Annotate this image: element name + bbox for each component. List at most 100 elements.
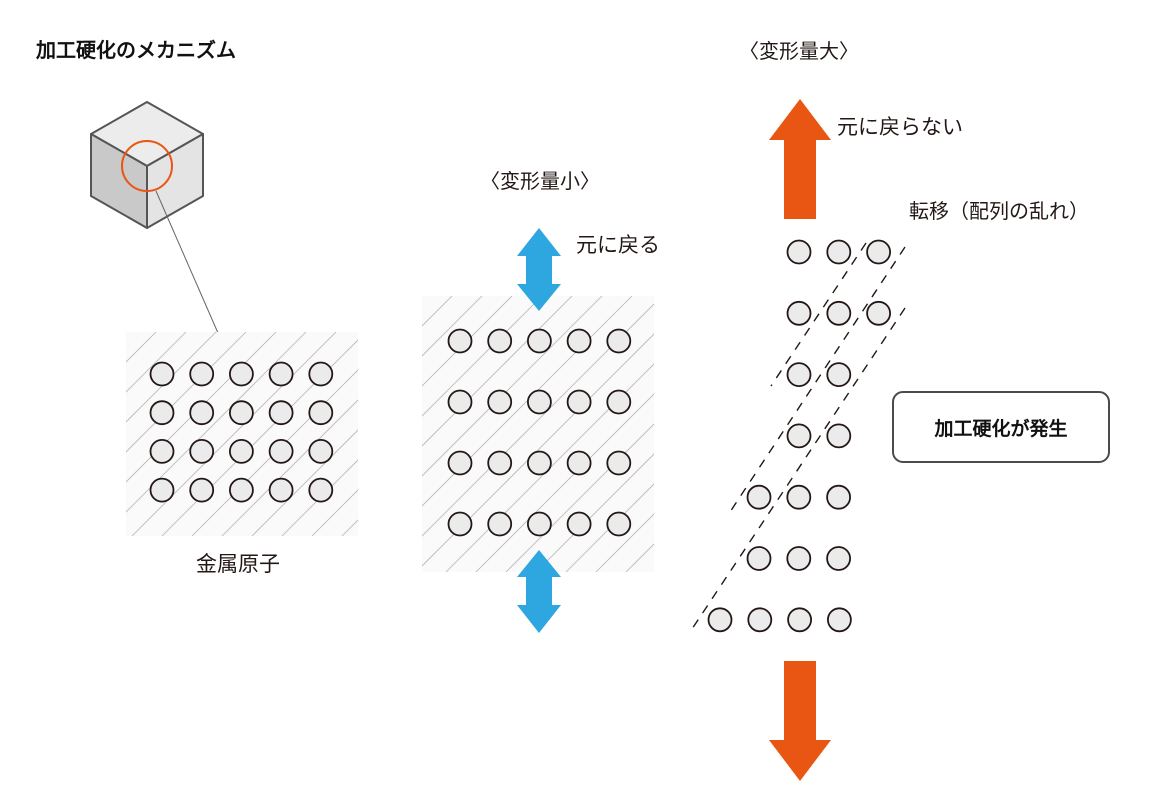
atom xyxy=(527,389,552,415)
atom-grid xyxy=(149,361,334,503)
atom xyxy=(747,607,773,633)
hatch-line xyxy=(221,399,358,536)
atom xyxy=(487,328,513,354)
atom xyxy=(447,450,473,476)
atom xyxy=(826,423,852,449)
atom-grid xyxy=(707,239,891,633)
result-box: 加工硬化が発生 xyxy=(892,391,1110,463)
atom xyxy=(228,477,254,503)
hatch-line xyxy=(281,459,358,536)
no-return-label: 元に戻らない xyxy=(837,115,963,139)
atom-lattice-large-deformation xyxy=(689,239,906,633)
atom xyxy=(786,362,812,388)
result-label: 加工硬化が発生 xyxy=(934,417,1068,440)
atom xyxy=(786,484,812,510)
dislocation-label: 転移（配列の乱れ） xyxy=(909,199,1089,223)
atom xyxy=(606,328,632,354)
bidirectional-arrow-icon xyxy=(517,228,561,311)
metal-block-icon xyxy=(90,101,204,229)
atom-lattice-original xyxy=(126,332,358,536)
atom xyxy=(826,546,851,571)
atom xyxy=(866,300,891,326)
hatch-line xyxy=(191,369,358,536)
zoom-leader-line xyxy=(155,190,219,334)
atom xyxy=(268,477,294,503)
atom xyxy=(149,400,175,426)
diagram-title: 加工硬化のメカニズム xyxy=(36,38,236,62)
down-arrow-icon xyxy=(769,661,831,781)
atom xyxy=(606,450,632,476)
hatch-line xyxy=(422,296,483,357)
hatch-line xyxy=(126,332,187,393)
atom xyxy=(826,300,852,326)
atom xyxy=(268,361,294,387)
atom xyxy=(228,400,254,426)
atom xyxy=(826,362,852,388)
atom xyxy=(786,239,812,265)
atom xyxy=(149,438,175,464)
returns-label: 元に戻る xyxy=(576,233,660,257)
metal-atoms-label: 金属原子 xyxy=(196,552,280,576)
atom xyxy=(786,546,812,571)
atom xyxy=(447,328,473,354)
atom xyxy=(786,423,812,449)
dislocation-lines xyxy=(689,242,906,633)
atom xyxy=(826,484,851,510)
atom xyxy=(827,607,852,633)
hatch-line xyxy=(126,332,247,453)
bidirectional-arrow-icon xyxy=(517,550,561,633)
atom-lattice-small-deformation xyxy=(422,296,654,572)
atom xyxy=(149,361,175,387)
atom xyxy=(566,511,592,537)
atom xyxy=(746,484,772,510)
atom xyxy=(527,328,552,354)
hatch-line xyxy=(131,332,337,536)
hatch-line xyxy=(422,296,603,477)
atom xyxy=(746,546,772,571)
atom xyxy=(527,450,552,476)
atom xyxy=(606,389,632,415)
hatch-line xyxy=(625,543,654,572)
dislocation-line xyxy=(770,242,867,387)
atom xyxy=(228,361,254,387)
atom xyxy=(308,477,334,503)
atom xyxy=(308,438,334,464)
atom xyxy=(487,389,513,415)
hatch-line xyxy=(126,332,217,423)
atom xyxy=(308,400,334,426)
highlight-circle xyxy=(121,140,173,192)
cube-right-face xyxy=(146,133,204,229)
atom xyxy=(487,511,513,537)
hatch-line xyxy=(126,332,127,333)
hatch-line xyxy=(475,393,654,572)
atom xyxy=(566,328,592,354)
hatch-line xyxy=(311,489,358,536)
atom xyxy=(566,450,592,476)
up-arrow-icon xyxy=(769,99,831,219)
hatch-line xyxy=(505,423,654,572)
atom xyxy=(866,239,891,265)
atom xyxy=(228,438,254,464)
atom xyxy=(786,300,812,326)
atom xyxy=(527,511,552,537)
atom xyxy=(826,239,852,265)
atom xyxy=(189,400,215,426)
dislocation-line xyxy=(729,246,906,513)
atom xyxy=(566,389,592,415)
atom xyxy=(189,361,215,387)
atom xyxy=(189,438,215,464)
atom xyxy=(447,511,473,537)
hatch-line xyxy=(595,513,654,572)
hatch-line xyxy=(422,296,573,447)
dislocation-line xyxy=(689,307,906,633)
atom xyxy=(268,400,294,426)
atom xyxy=(447,389,473,415)
atom xyxy=(268,438,294,464)
atom xyxy=(606,511,632,537)
hatch-line xyxy=(251,429,358,536)
atom xyxy=(149,477,175,503)
atom xyxy=(189,477,215,503)
atom xyxy=(707,607,733,633)
hatch-line xyxy=(161,339,358,536)
